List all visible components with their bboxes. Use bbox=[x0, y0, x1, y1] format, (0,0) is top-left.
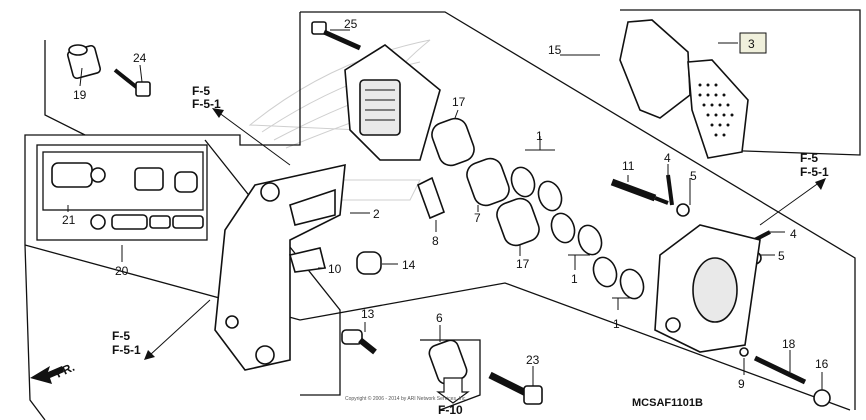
leader-lines bbox=[67, 29, 823, 390]
callout-8: 8 bbox=[432, 234, 439, 248]
ref-arrow-right bbox=[759, 178, 826, 226]
assembly-frame bbox=[24, 12, 301, 420]
part-pistons bbox=[431, 117, 540, 247]
callout-23: 23 bbox=[526, 353, 540, 367]
part-bolt-23 bbox=[488, 371, 543, 405]
part-bleeder-13 bbox=[341, 329, 377, 355]
callout-7: 7 bbox=[474, 211, 481, 225]
assembly-frame-bottom bbox=[24, 244, 851, 411]
ref-f5-1-top: F-5-1 bbox=[192, 97, 221, 111]
callout-5-right: 5 bbox=[778, 249, 785, 263]
part-caliper-body-upper bbox=[344, 44, 441, 161]
callout-1-mid: 1 bbox=[571, 272, 578, 286]
callout-4-right: 4 bbox=[790, 227, 797, 241]
part-washer-9 bbox=[739, 347, 749, 357]
callout-14: 14 bbox=[402, 258, 416, 272]
callout-4-top: 4 bbox=[664, 151, 671, 165]
ref-arrow-bottom bbox=[436, 377, 470, 404]
callout-20: 20 bbox=[115, 264, 129, 278]
part-brake-pads bbox=[619, 19, 749, 159]
slide-pin-inner-box bbox=[42, 151, 204, 211]
part-boot-14 bbox=[356, 251, 382, 275]
callout-3: 3 bbox=[748, 37, 755, 51]
ref-f5-left: F-5 bbox=[112, 329, 130, 343]
part-pin-18 bbox=[753, 355, 807, 385]
callout-24: 24 bbox=[133, 51, 147, 65]
part-caliper-bracket bbox=[214, 163, 346, 371]
callout-17-bottom: 17 bbox=[516, 257, 530, 271]
diagram-code: MCSAF1101B bbox=[632, 397, 703, 409]
part-seals bbox=[510, 166, 645, 300]
part-bolt-25 bbox=[311, 21, 362, 51]
callout-9: 9 bbox=[738, 377, 745, 391]
ref-f10: F-10 bbox=[438, 403, 463, 417]
copyright-notice: Copyright © 2006 - 2014 by ARI Network S… bbox=[345, 395, 467, 402]
ref-f5-1-right: F-5-1 bbox=[800, 165, 829, 179]
part-caliper-body-lower bbox=[654, 224, 761, 353]
callout-18: 18 bbox=[782, 337, 796, 351]
ref-arrow-left bbox=[144, 299, 211, 360]
callout-25: 25 bbox=[344, 17, 358, 31]
bracket-line bbox=[44, 40, 86, 136]
part-pad-pin-11 bbox=[610, 178, 669, 205]
fr-label: FR. bbox=[53, 360, 76, 381]
callout-16: 16 bbox=[815, 357, 829, 371]
callout-box-3 bbox=[739, 32, 767, 54]
part-pin-set-20 bbox=[90, 214, 204, 230]
slide-pin-kit-box bbox=[36, 144, 208, 241]
callout-6: 6 bbox=[436, 311, 443, 325]
callout-21: 21 bbox=[62, 213, 76, 227]
assembly-frame-top bbox=[300, 11, 856, 410]
part-cap-16 bbox=[813, 389, 831, 407]
callout-5-top: 5 bbox=[690, 169, 697, 183]
callout-15: 15 bbox=[548, 43, 562, 57]
ref-arrow-top bbox=[212, 108, 291, 166]
ref-f5-right: F-5 bbox=[800, 151, 818, 165]
fr-direction-arrow bbox=[30, 366, 64, 384]
ref-f5-top: F-5 bbox=[192, 84, 210, 98]
pad-frame bbox=[620, 9, 861, 156]
callout-13: 13 bbox=[361, 307, 375, 321]
callout-10: 10 bbox=[328, 262, 342, 276]
callout-1-bottom: 1 bbox=[613, 317, 620, 331]
callout-17-top: 17 bbox=[452, 95, 466, 109]
part-bolt-24 bbox=[113, 68, 151, 97]
callout-11: 11 bbox=[622, 159, 635, 173]
callout-1-top: 1 bbox=[536, 129, 543, 143]
part-sleeve bbox=[66, 44, 102, 80]
part-pad-spring bbox=[417, 176, 446, 220]
ref-f5-1-left: F-5-1 bbox=[112, 343, 141, 357]
callout-19: 19 bbox=[73, 88, 87, 102]
part-slide-pin-21 bbox=[51, 162, 198, 193]
callout-2: 2 bbox=[373, 207, 380, 221]
